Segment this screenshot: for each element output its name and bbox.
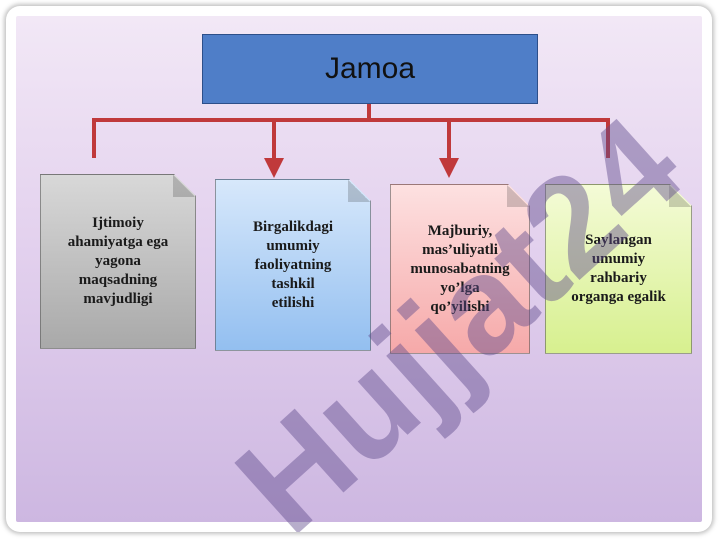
card-2-text: Birgalikdagi umumiy faoliyatning tashkil…	[252, 218, 334, 311]
card-1-text: Ijtimoiy ahamiyatga ega yagona maqsadnin…	[67, 215, 169, 307]
card-4-text: Saylangan umumiy rahbariy organga egalik	[571, 232, 666, 305]
card-2: Birgalikdagi umumiy faoliyatning tashkil…	[215, 179, 371, 351]
card-1: Ijtimoiy ahamiyatga ega yagona maqsadnin…	[40, 174, 196, 349]
slide-frame: Jamoa Ijtimoiy ahamiyatga ega yagona maq…	[6, 6, 712, 532]
card-3: Majburiy, mas’uliyatli munosabatning yo’…	[390, 184, 530, 354]
card-4: Saylangan umumiy rahbariy organga egalik	[545, 184, 692, 354]
card-3-text: Majburiy, mas’uliyatli munosabatning yo’…	[410, 222, 510, 315]
connector-lines	[92, 102, 610, 178]
title-text: Jamoa	[324, 52, 416, 85]
diagram-panel: Jamoa Ijtimoiy ahamiyatga ega yagona maq…	[16, 16, 710, 532]
title-box: Jamoa	[202, 34, 538, 104]
